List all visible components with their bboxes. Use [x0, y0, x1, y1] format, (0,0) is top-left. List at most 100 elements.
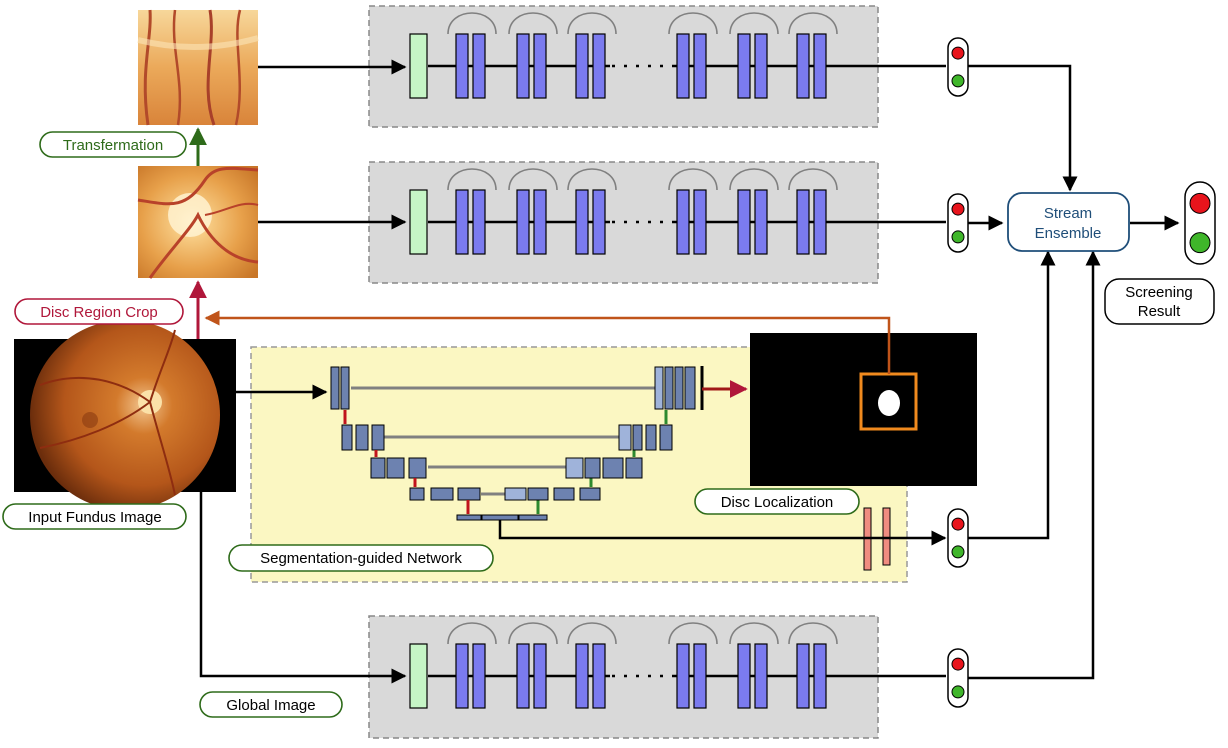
traffic-light-icon	[947, 648, 969, 708]
arrow-localization-feedback	[204, 310, 891, 374]
input-conv-block	[409, 33, 428, 99]
conv-block	[575, 189, 589, 255]
input-fundus-label: Input Fundus Image	[2, 503, 187, 530]
conv-block	[676, 189, 690, 255]
residual-skip-arc	[508, 12, 558, 35]
arrow-stream1-to-ensemble	[968, 64, 1078, 192]
conv-block	[516, 643, 530, 709]
transformation-text: Transfermation	[63, 137, 163, 154]
stream-ensemble-label-2: Ensemble	[1035, 225, 1102, 242]
conv-block	[813, 643, 827, 709]
residual-skip-arc	[788, 12, 838, 35]
residual-skip-arc	[567, 622, 617, 645]
red-light	[951, 517, 965, 531]
conv-block	[813, 33, 827, 99]
residual-skip-arc	[447, 12, 497, 35]
green-light	[951, 230, 965, 244]
residual-skip-arc	[508, 622, 558, 645]
residual-skip-arc	[567, 168, 617, 191]
traffic-light-icon	[947, 508, 969, 568]
green-light	[951, 685, 965, 699]
traffic-light-icon	[947, 37, 969, 97]
input-conv-block	[409, 643, 428, 709]
conv-stream-2	[409, 168, 946, 255]
global-image-text: Global Image	[226, 697, 315, 714]
residual-skip-arc	[508, 168, 558, 191]
conv-block	[796, 189, 810, 255]
conv-block	[472, 33, 486, 99]
arrow-stream3-to-ensemble	[968, 250, 1056, 540]
conv-block	[472, 189, 486, 255]
conv-block	[575, 33, 589, 99]
disc-region-crop-label: Disc Region Crop	[14, 298, 184, 325]
red-light	[951, 46, 965, 60]
arrow-global-to-stream	[199, 492, 407, 684]
conv-streams	[409, 12, 946, 709]
arrow-stream4-to-ensemble	[968, 250, 1101, 680]
input-conv-block	[409, 189, 428, 255]
green-light	[1189, 232, 1211, 254]
conv-block	[676, 33, 690, 99]
traffic-lights	[947, 37, 1216, 708]
green-light	[951, 545, 965, 559]
conv-block	[693, 33, 707, 99]
input-fundus-image	[14, 320, 236, 510]
segmentation-network-label: Segmentation-guided Network	[228, 544, 494, 572]
residual-skip-arc	[668, 622, 718, 645]
residual-skip-arc	[788, 168, 838, 191]
conv-block	[754, 33, 768, 99]
conv-block	[533, 643, 547, 709]
conv-block	[676, 643, 690, 709]
stream-ensemble-box: Stream Ensemble	[1007, 192, 1130, 252]
conv-block	[592, 33, 606, 99]
residual-skip-arc	[447, 622, 497, 645]
conv-block	[754, 643, 768, 709]
screening-result-text-1: Screening	[1125, 284, 1193, 301]
residual-skip-arc	[447, 168, 497, 191]
conv-block	[455, 189, 469, 255]
conv-block	[737, 643, 751, 709]
residual-skip-arc	[668, 12, 718, 35]
traffic-light-icon	[947, 193, 969, 253]
transformation-label: Transfermation	[39, 131, 187, 158]
conv-block	[592, 643, 606, 709]
disc-crop-image	[137, 166, 259, 279]
residual-skip-arc	[668, 168, 718, 191]
red-light	[951, 657, 965, 671]
disc-region-crop-text: Disc Region Crop	[40, 304, 158, 321]
disc-localization-map	[750, 333, 977, 486]
conv-block	[737, 189, 751, 255]
screening-traffic-light-icon	[1184, 181, 1216, 265]
global-image-label: Global Image	[199, 691, 343, 718]
conv-block	[575, 643, 589, 709]
arrow-bottleneck-to-classifier	[498, 520, 947, 546]
conv-block	[455, 33, 469, 99]
screening-result-label: Screening Result	[1104, 278, 1215, 325]
input-fundus-text: Input Fundus Image	[28, 509, 161, 526]
residual-skip-arc	[788, 622, 838, 645]
conv-block	[516, 189, 530, 255]
conv-block	[516, 33, 530, 99]
dense-layer-2	[882, 507, 891, 566]
unet-segmentation-network	[330, 366, 704, 521]
disc-localization-label: Disc Localization	[694, 488, 860, 515]
conv-block	[455, 643, 469, 709]
residual-skip-arc	[729, 168, 779, 191]
conv-block	[796, 643, 810, 709]
screening-result-text-2: Result	[1138, 303, 1181, 320]
conv-block	[754, 189, 768, 255]
disc-localization-text: Disc Localization	[721, 494, 834, 511]
segmentation-network-text: Segmentation-guided Network	[260, 550, 462, 567]
residual-skip-arc	[729, 12, 779, 35]
red-light	[1189, 192, 1211, 214]
stream-ensemble-label-1: Stream	[1044, 205, 1092, 222]
conv-block	[737, 33, 751, 99]
conv-stream-3	[409, 622, 946, 709]
conv-block	[813, 189, 827, 255]
conv-block	[472, 643, 486, 709]
conv-block	[533, 189, 547, 255]
conv-block	[796, 33, 810, 99]
conv-block	[693, 189, 707, 255]
residual-skip-arc	[729, 622, 779, 645]
